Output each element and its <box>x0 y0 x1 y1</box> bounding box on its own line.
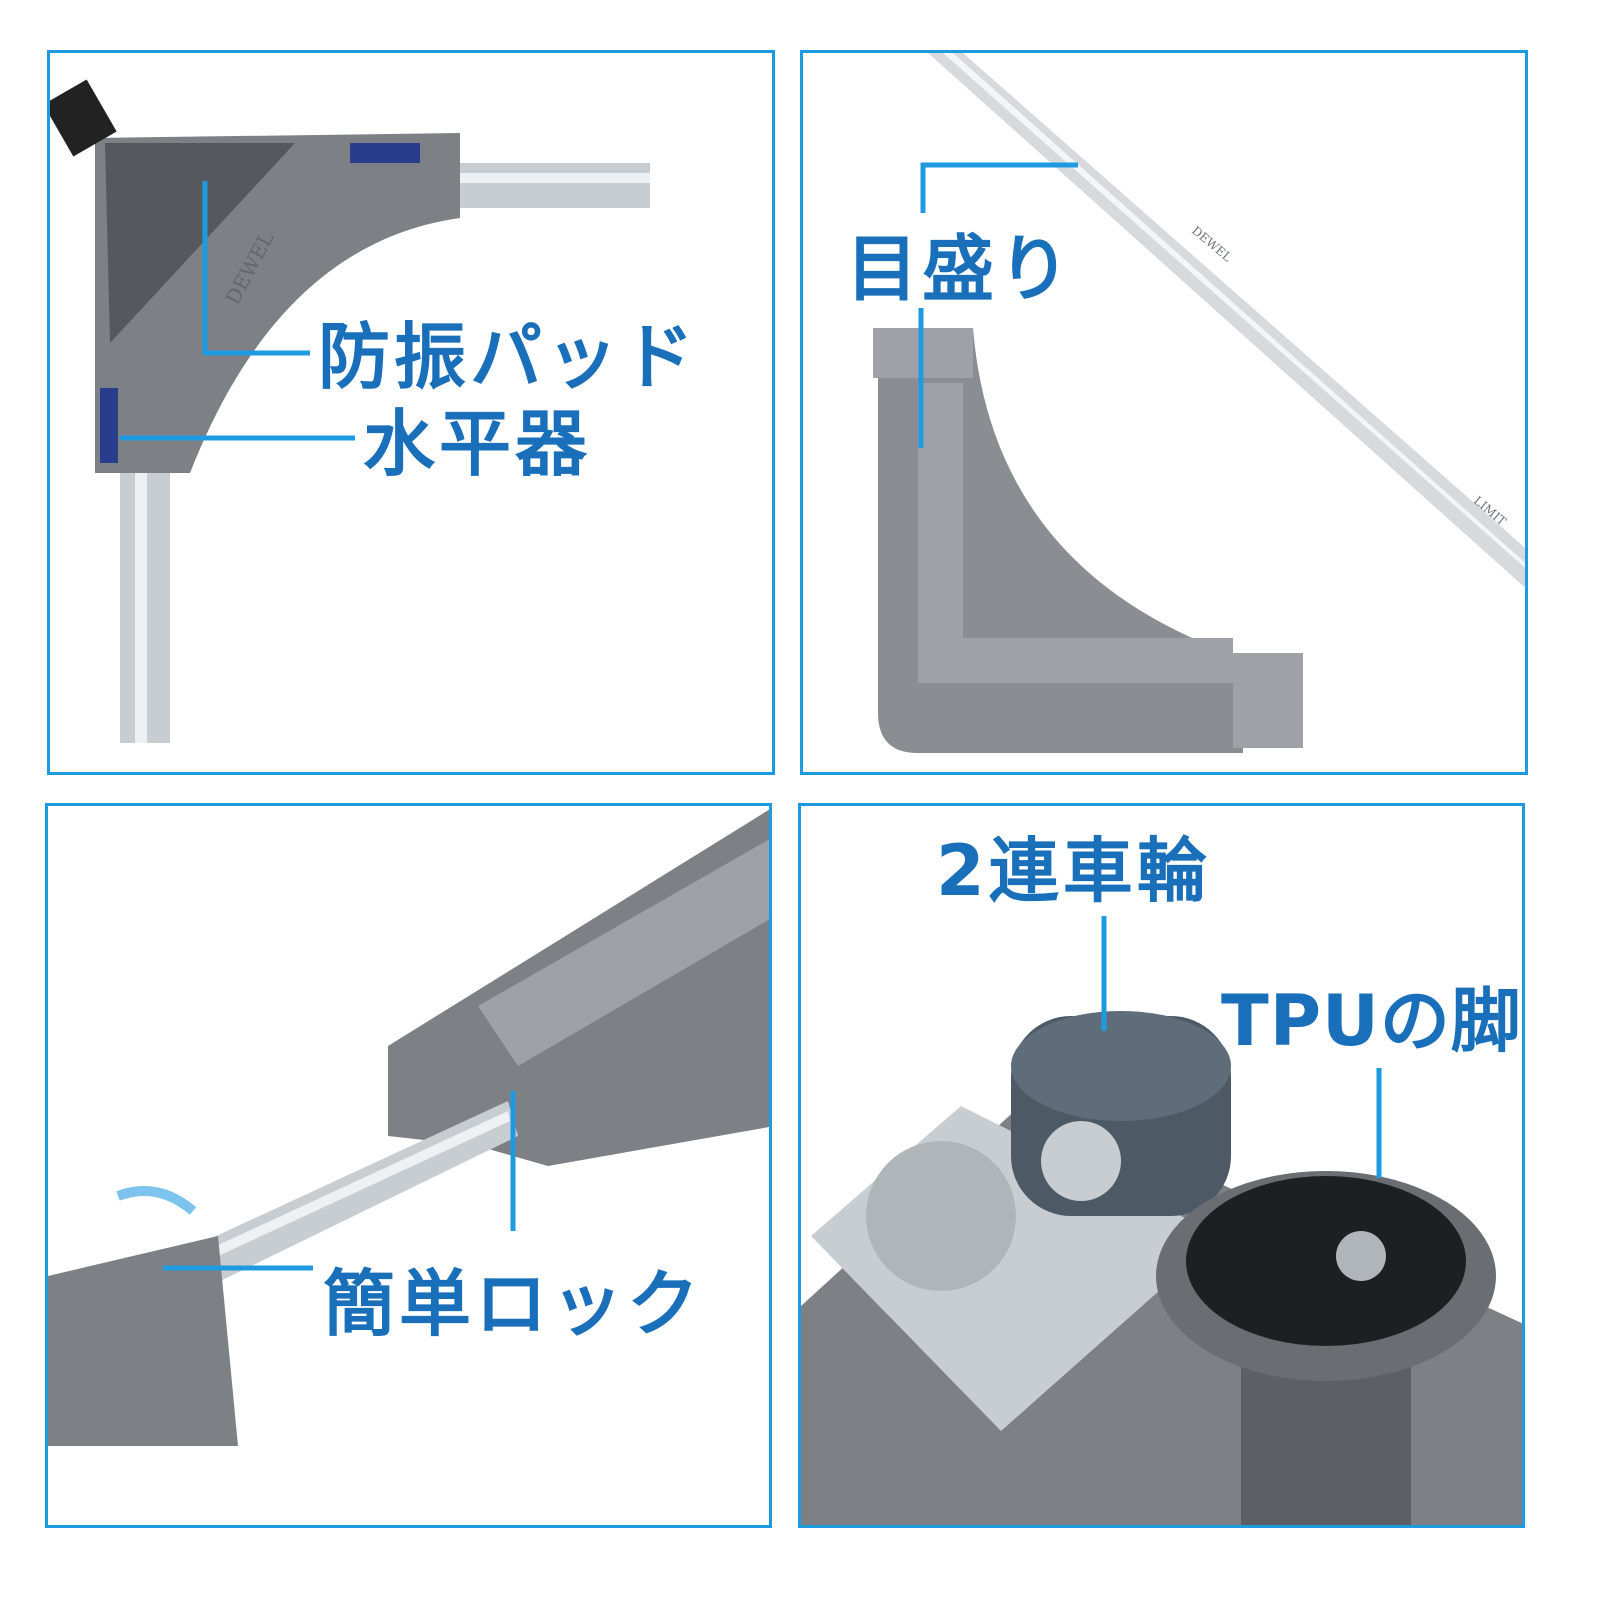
tpu-foot-label: TPUの脚 <box>1221 980 1522 1062</box>
corner-bracket-illustration <box>50 79 650 743</box>
rotate-arrow-icon <box>116 1186 197 1215</box>
scale-bracket-illustration <box>873 53 1525 753</box>
pointer-line <box>202 181 310 356</box>
panel-wheel-and-foot: 2連車輪 TPUの脚 <box>798 803 1525 1528</box>
panel-easy-lock: 簡単ロック <box>45 803 772 1528</box>
panel-pad-and-level: DEWEL 防振パッド 水平器 <box>47 50 775 775</box>
level-label: 水平器 <box>363 402 592 486</box>
easy-lock-label: 簡単ロック <box>323 1262 704 1346</box>
lock-illustration <box>48 809 769 1446</box>
pointer-line <box>920 162 1078 213</box>
caster-illustration <box>801 916 1522 1525</box>
double-wheel-label: 2連車輪 <box>936 830 1211 912</box>
panel-scale: DEWEL LIMIT 目盛り <box>800 50 1528 775</box>
scale-label: 目盛り <box>846 227 1075 311</box>
anti-vibration-pad-label: 防振パッド <box>318 315 699 399</box>
